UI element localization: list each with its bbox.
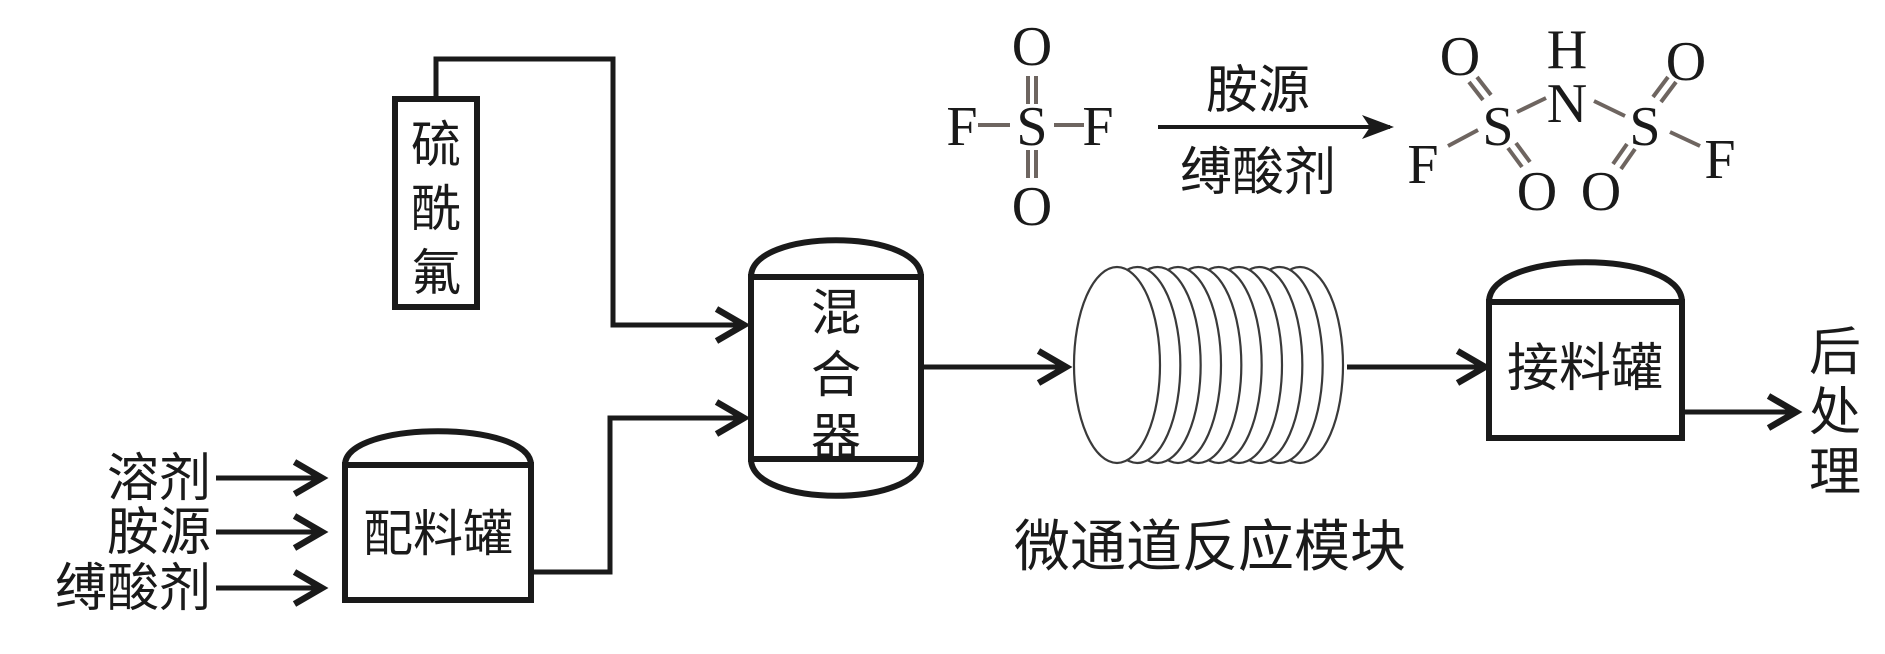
bond-s1-f xyxy=(1447,128,1479,148)
cylinder-label-char: 酰 xyxy=(411,180,461,238)
atom-f: F xyxy=(946,96,977,158)
reaction-condition-below: 缚酸剂 xyxy=(1180,143,1336,203)
atom-s: S xyxy=(1016,96,1047,158)
mixing-tank-dome xyxy=(342,428,534,466)
mixer-top-dome xyxy=(748,237,924,278)
feed-label-acid-binder: 缚酸剂 xyxy=(55,559,211,619)
atom-o: O xyxy=(1666,31,1706,93)
mixer-label-char: 混 xyxy=(811,284,861,342)
receiving-tank-label: 接料罐 xyxy=(1507,339,1663,399)
bond-s2-o-top-a xyxy=(1651,75,1670,99)
receiving-tank: 接料罐 xyxy=(1486,259,1685,441)
mixer-bottom-dome xyxy=(748,458,924,499)
bond-s2-o-bottom-a xyxy=(1611,142,1629,166)
receiving-tank-body xyxy=(1486,299,1685,441)
bond-s1-o-top-b xyxy=(1475,75,1493,97)
bond-s1-o-bottom-b xyxy=(1514,141,1532,164)
bond-s1-n xyxy=(1516,96,1547,114)
cylinder-label-char: 氟 xyxy=(411,244,461,302)
mixing-tank-body xyxy=(342,462,534,603)
sulfuryl-fluoride-cylinder: 硫 酰 氟 xyxy=(392,96,480,310)
reactant-so2f2: O S O F F xyxy=(946,16,1113,238)
mixer-label-char: 器 xyxy=(811,408,861,466)
atom-f: F xyxy=(1704,129,1735,191)
feed-label-solvent: 溶剂 xyxy=(107,449,211,509)
atom-h: H xyxy=(1547,19,1587,81)
post-treatment-char: 理 xyxy=(1809,443,1861,503)
bond-s2-f xyxy=(1669,130,1701,148)
atom-n: N xyxy=(1547,73,1587,135)
reaction-arrow: 胺源 缚酸剂 xyxy=(1158,61,1394,203)
bond-s2-o-bottom-b xyxy=(1619,147,1637,171)
feed-inputs: 溶剂 胺源 缚酸剂 xyxy=(55,449,329,619)
atom-o: O xyxy=(1012,176,1052,238)
bond-s1-o-top-a xyxy=(1467,80,1485,102)
coil-turn xyxy=(1072,265,1162,465)
feed-label-amine-source: 胺源 xyxy=(107,503,211,563)
mixer-body xyxy=(748,274,924,462)
mixing-tank: 配料罐 xyxy=(342,428,534,603)
microchannel-reactor-label: 微通道反应模块 xyxy=(1014,515,1406,580)
mixer-label-char: 合 xyxy=(811,346,861,404)
reaction-condition-above: 胺源 xyxy=(1206,61,1310,121)
atom-s: S xyxy=(1629,96,1660,158)
atom-o: O xyxy=(1517,161,1557,223)
cylinder-body xyxy=(392,96,480,310)
bond-s1-o-bottom-a xyxy=(1506,146,1524,169)
atom-o: O xyxy=(1581,161,1621,223)
atom-f: F xyxy=(1082,96,1113,158)
microchannel-reactor-coil xyxy=(1072,265,1345,465)
receiving-tank-dome xyxy=(1486,259,1685,303)
post-treatment-char: 处 xyxy=(1809,383,1861,443)
atom-s: S xyxy=(1482,96,1513,158)
cylinder-label-char: 硫 xyxy=(411,116,461,174)
atom-o: O xyxy=(1440,26,1480,88)
mixing-tank-label: 配料罐 xyxy=(363,505,513,563)
atom-o: O xyxy=(1012,16,1052,78)
bond-s2-o-top-b xyxy=(1659,80,1678,104)
post-treatment-char: 后 xyxy=(1809,323,1861,383)
pipe-tank-to-mixer xyxy=(531,399,751,575)
post-treatment-label: 后 处 理 xyxy=(1809,323,1861,503)
bond-n-s2 xyxy=(1593,99,1626,118)
mixer: 混 合 器 xyxy=(748,237,924,499)
pipe-so2f2-to-mixer xyxy=(433,56,751,344)
product-hfsi: O H O N S S F F O O xyxy=(1407,19,1735,223)
atom-f: F xyxy=(1407,134,1438,196)
